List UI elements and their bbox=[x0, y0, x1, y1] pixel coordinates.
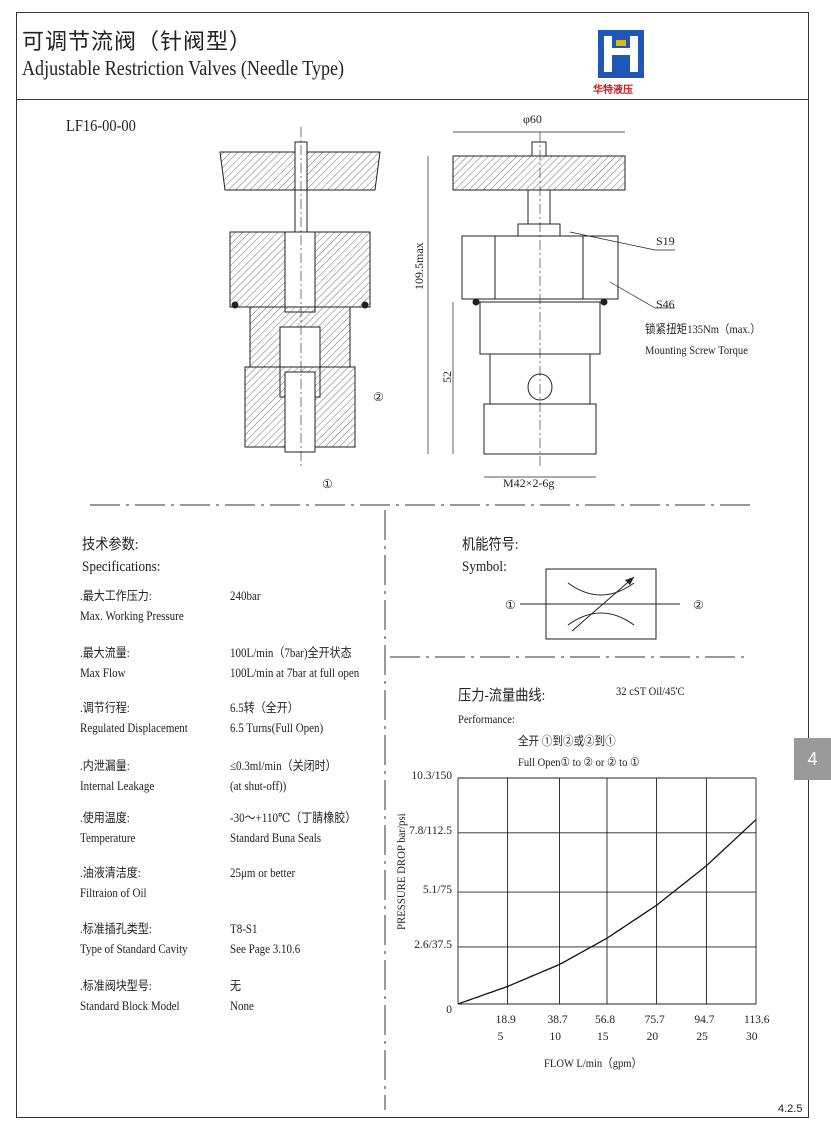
spec-value: 240bar bbox=[230, 589, 261, 603]
label-s19: S19 bbox=[656, 234, 675, 248]
specs-heading-cn: 技术参数: bbox=[82, 537, 139, 553]
y-tick-label: 0 bbox=[446, 1004, 452, 1016]
logo-text: 华特液压 bbox=[593, 85, 633, 96]
spec-label-cn: .标准插孔类型: bbox=[80, 922, 152, 936]
x-tick-label: 56.8 bbox=[595, 1014, 616, 1026]
page-title-en: Adjustable Restriction Valves (Needle Ty… bbox=[22, 56, 345, 80]
spec-label-en: Type of Standard Cavity bbox=[80, 942, 188, 956]
y-tick-label: 10.3/150 bbox=[411, 770, 452, 782]
x-tick-label-gpm: 25 bbox=[696, 1031, 708, 1043]
symbol-heading-cn: 机能符号: bbox=[462, 537, 519, 553]
x-tick-label-gpm: 15 bbox=[597, 1031, 609, 1043]
performance-heading-cn: 压力-流量曲线: bbox=[458, 688, 546, 704]
chart-xlabel: FLOW L/min（gpm） bbox=[544, 1056, 643, 1070]
spec-value: 无 bbox=[230, 979, 242, 993]
x-tick-label: 38.7 bbox=[547, 1014, 568, 1026]
label-s46: S46 bbox=[656, 297, 675, 311]
symbol-port1: ① bbox=[505, 598, 516, 612]
spec-value: 6.5转（全开） bbox=[230, 701, 299, 715]
torque-cn: 锁紧扭矩135Nm（max.） bbox=[645, 322, 761, 336]
specs-heading-en: Specifications: bbox=[82, 559, 161, 575]
spec-label-en: Standard Block Model bbox=[80, 999, 180, 1013]
spec-label-en: Internal Leakage bbox=[80, 779, 155, 793]
x-tick-label: 75.7 bbox=[644, 1014, 665, 1026]
spec-label-cn: .使用温度: bbox=[80, 811, 130, 825]
x-tick-label-gpm: 20 bbox=[646, 1031, 659, 1043]
x-tick-label: 94.7 bbox=[694, 1014, 715, 1026]
x-tick-label-gpm: 10 bbox=[549, 1031, 562, 1043]
spec-value: ≤0.3ml/min（关闭时） bbox=[230, 759, 337, 773]
header-divider bbox=[16, 99, 809, 100]
spec-value: -30～+110℃（丁腈橡胶） bbox=[230, 811, 357, 825]
spec-label-cn: .调节行程: bbox=[80, 701, 130, 715]
page-number: 4.2.5 bbox=[778, 1103, 803, 1115]
x-tick-label: 113.6 bbox=[744, 1014, 770, 1026]
spec-label-en: Filtraion of Oil bbox=[80, 886, 147, 900]
performance-condition-en: Full Open① to ② or ② to ① bbox=[518, 755, 640, 769]
spec-label-cn: .最大工作压力: bbox=[80, 589, 152, 603]
spec-value: 6.5 Turns(Full Open) bbox=[230, 721, 324, 735]
flow-control-symbol-icon bbox=[520, 568, 680, 640]
section-tab: 4 bbox=[794, 738, 831, 780]
chart-ylabel: PRESSURE DROP bar/psi bbox=[394, 813, 408, 930]
spec-value: T8-S1 bbox=[230, 922, 258, 936]
spec-label-en: Regulated Displacement bbox=[80, 721, 188, 735]
spec-label-cn: .标准阀块型号: bbox=[80, 979, 152, 993]
section-view bbox=[219, 127, 381, 467]
spec-label-en: Temperature bbox=[80, 831, 136, 845]
torque-en: Mounting Screw Torque bbox=[645, 343, 748, 357]
spec-value: See Page 3.10.6 bbox=[230, 942, 301, 956]
series-line bbox=[457, 819, 757, 1005]
chart-grid bbox=[457, 777, 757, 1005]
company-logo-icon bbox=[598, 30, 644, 78]
y-tick-label: 5.1/75 bbox=[422, 884, 452, 897]
spec-value: 100L/min（7bar)全开状态 bbox=[230, 646, 352, 660]
spec-value: Standard Buna Seals bbox=[230, 831, 322, 845]
section-dividers bbox=[90, 504, 750, 1110]
spec-label-cn: .内泄漏量: bbox=[80, 759, 130, 773]
spec-label-cn: .油液清洁度: bbox=[80, 866, 141, 880]
page-frame bbox=[16, 12, 809, 1118]
spec-label-en: Max Flow bbox=[80, 666, 126, 680]
spec-value: (at shut-off)) bbox=[230, 779, 287, 793]
symbol-heading-en: Symbol: bbox=[462, 559, 507, 575]
x-tick-label-gpm: 30 bbox=[746, 1031, 758, 1043]
drawing-port1: ① bbox=[322, 477, 333, 491]
x-tick-label-gpm: 5 bbox=[497, 1031, 504, 1043]
outline-view bbox=[427, 131, 675, 478]
drawing-port2: ② bbox=[373, 390, 384, 404]
valve-drawing bbox=[219, 127, 675, 478]
performance-heading-en: Performance: bbox=[458, 712, 515, 726]
page-title-cn: 可调节流阀（针阀型） bbox=[22, 29, 253, 54]
performance-oil: 32 cST Oil/45'C bbox=[616, 684, 685, 698]
x-tick-label: 18.9 bbox=[495, 1014, 516, 1026]
symbol-port2: ② bbox=[693, 598, 704, 612]
y-tick-label: 7.8/112.5 bbox=[408, 824, 452, 837]
spec-value: 25μm or better bbox=[230, 866, 296, 880]
spec-label-en: Max. Working Pressure bbox=[80, 609, 184, 623]
spec-value: 100L/min at 7bar at full open bbox=[230, 666, 360, 680]
dim-diameter: φ60 bbox=[523, 112, 542, 126]
spec-label-cn: .最大流量: bbox=[80, 646, 130, 660]
y-tick-label: 2.6/37.5 bbox=[414, 938, 452, 951]
dim-thread: M42×2-6g bbox=[503, 476, 555, 490]
spec-value: None bbox=[230, 999, 254, 1013]
model-number: LF16-00-00 bbox=[66, 116, 136, 135]
performance-condition-cn: 全开 ①到②或②到① bbox=[518, 734, 616, 748]
